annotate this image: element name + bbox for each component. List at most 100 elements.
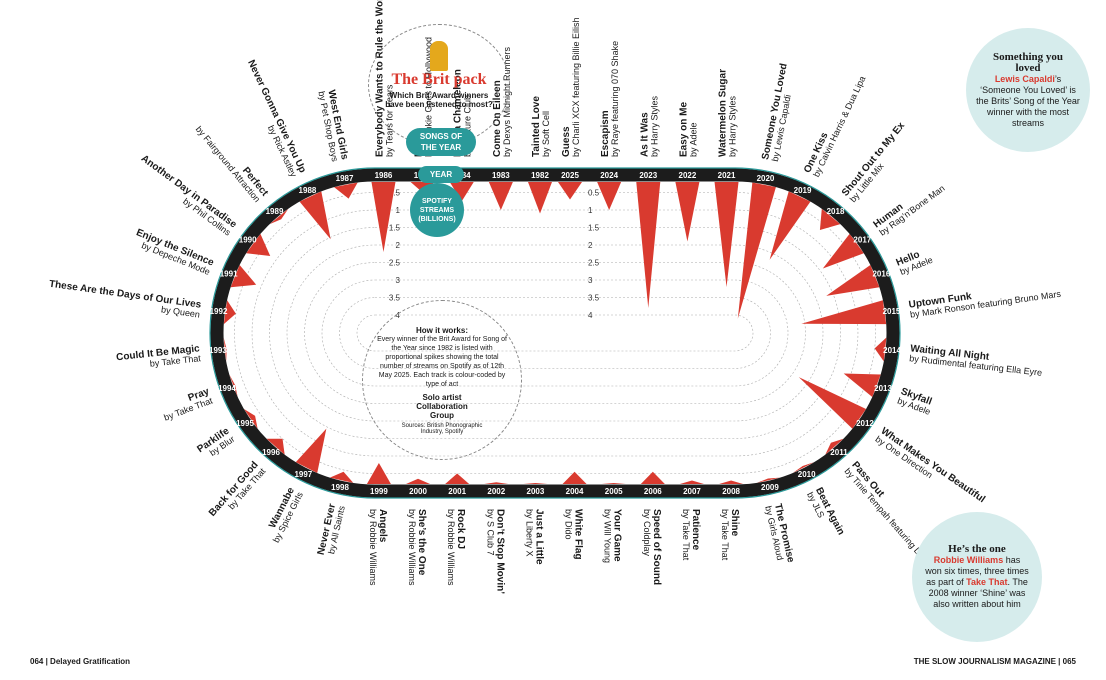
year-label: 1989 — [266, 207, 284, 216]
gridline — [286, 244, 824, 422]
year-label: 1994 — [218, 384, 236, 393]
tick-label: 2 — [588, 241, 593, 250]
callout-bottom-highlight1: Robbie Williams — [933, 555, 1004, 565]
how-it-works-body: Every winner of the Brit Award for Song … — [377, 335, 507, 388]
stream-spike — [801, 300, 887, 325]
stream-spike — [449, 182, 474, 202]
year-label: 2007 — [683, 487, 701, 496]
year-label: 2012 — [856, 419, 874, 428]
song-artist: by Robbie Williams — [407, 509, 417, 586]
page-title: The Brit pack — [391, 71, 487, 88]
song-title: Just a Little — [533, 509, 544, 565]
stream-spike — [299, 191, 331, 240]
song-artist: by S Club 7 — [485, 509, 495, 556]
callout-something-you-loved: Something you loved Lewis Capaldi’s ‘Som… — [966, 28, 1090, 152]
stream-spike — [843, 373, 881, 398]
stream-spike — [756, 477, 781, 483]
song-artist: by Soft Cell — [541, 111, 551, 157]
year-badge: YEAR — [418, 166, 464, 183]
tick-label: 0.5 — [389, 189, 401, 198]
song-title: Angels — [377, 509, 388, 543]
page-number-right: 065 — [1062, 657, 1076, 666]
year-label: 2004 — [566, 487, 584, 496]
stream-spike — [246, 233, 271, 257]
stream-spike — [714, 182, 739, 287]
year-label: 1986 — [375, 171, 393, 180]
gridline — [321, 279, 789, 387]
stream-spike — [792, 462, 815, 474]
year-label: 1983 — [492, 171, 510, 180]
song-title: As It Was — [639, 112, 650, 157]
tick-label: 2 — [396, 241, 401, 250]
year-label: 2021 — [718, 171, 736, 180]
song-artist: by Adele — [688, 122, 698, 157]
song-label-group: Don’t Stop Movin’by S Club 7 — [485, 509, 505, 594]
stream-spike — [679, 480, 704, 484]
stream-spike — [636, 182, 661, 308]
year-label: 1995 — [236, 419, 254, 428]
stream-spike — [737, 182, 776, 319]
stream-spike — [266, 438, 285, 455]
song-artist: by Harry Styles — [649, 95, 659, 157]
page-subtitle: Which Brit Award winners have been liste… — [385, 91, 493, 109]
tick-label: 1.5 — [389, 224, 401, 233]
year-label: 1988 — [299, 186, 317, 195]
stream-spike — [445, 473, 470, 484]
stream-spike — [484, 482, 509, 484]
tick-label: 3.5 — [588, 294, 600, 303]
stream-spike — [825, 438, 844, 455]
tick-label: 3.5 — [389, 294, 401, 303]
stream-spike — [295, 428, 327, 474]
song-title: Easy on Me — [678, 102, 689, 157]
year-label: 2011 — [830, 448, 848, 457]
year-label: 2002 — [487, 487, 505, 496]
footer-right: THE SLOW JOURNALISM MAGAZINE | 065 — [913, 657, 1076, 666]
year-label: 1993 — [209, 346, 227, 355]
stream-spike — [406, 478, 431, 484]
gridline — [269, 227, 841, 439]
year-label: 2024 — [600, 171, 618, 180]
stream-spike — [488, 182, 513, 210]
songs-of-year-badge: SONGS OF THE YEAR — [406, 128, 476, 156]
song-title: Never Gonna Give You Up — [245, 58, 308, 174]
year-label: 2019 — [794, 186, 812, 195]
tick-label: 1 — [396, 206, 401, 215]
song-artist: by Charli XCX featuring Billie Eilish — [571, 17, 581, 157]
legend-solo: Solo artist — [422, 392, 462, 402]
stream-spike — [874, 337, 887, 362]
year-label: 2015 — [883, 307, 901, 316]
stream-spike — [562, 471, 587, 484]
stream-spike — [366, 463, 391, 484]
song-title: Guess — [561, 126, 572, 157]
gridline — [339, 297, 771, 369]
tick-label: 1.5 — [588, 224, 600, 233]
magazine-name: Delayed Gratification — [50, 657, 131, 666]
year-label: 2017 — [853, 235, 871, 244]
tick-label: 3 — [588, 276, 593, 285]
year-label: 1999 — [370, 487, 388, 496]
gridline — [251, 209, 859, 457]
stream-spike — [826, 265, 880, 296]
stream-spike — [223, 300, 236, 325]
song-title: White Flag — [573, 509, 584, 560]
gridline — [304, 262, 806, 404]
stream-spike — [769, 191, 811, 260]
year-label: 2022 — [679, 171, 697, 180]
song-artist: by Harry Styles — [728, 95, 738, 157]
song-title: Watermelon Sugar — [718, 69, 729, 157]
streams-badge: SPOTIFY STREAMS (BILLIONS) — [410, 183, 464, 237]
